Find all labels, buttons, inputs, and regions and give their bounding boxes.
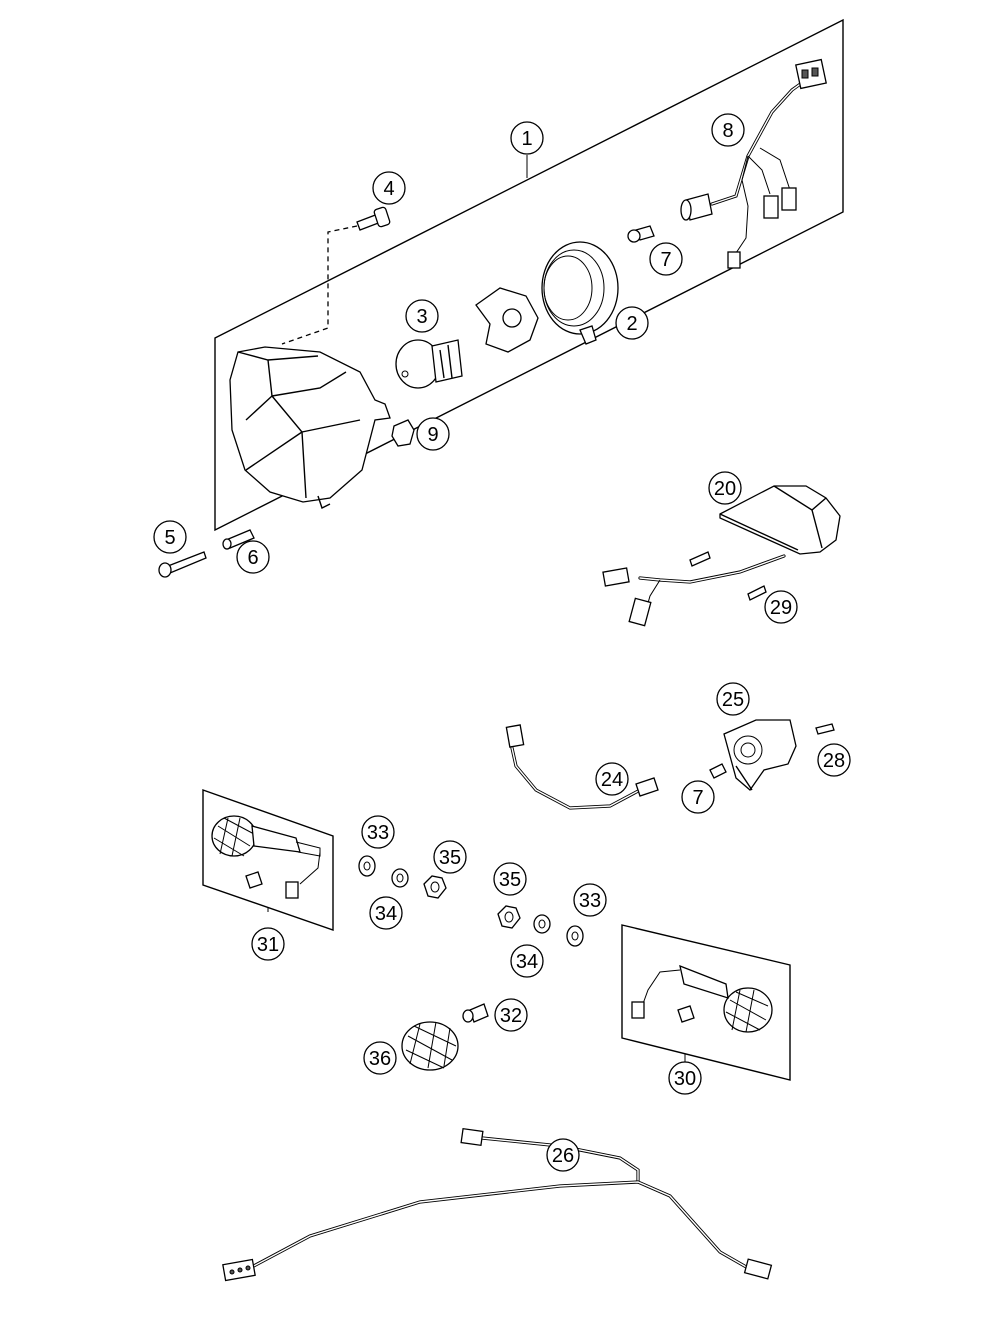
callout-32: 32	[494, 998, 528, 1032]
license-plate-lamp	[602, 485, 841, 627]
callout-34-right: 34	[510, 944, 544, 978]
headlight-bulb	[395, 339, 463, 389]
clip-9	[391, 419, 415, 447]
turn-signal-right-panel	[621, 924, 791, 1081]
screw-4	[356, 206, 391, 231]
lock-washer-34-right	[533, 914, 551, 934]
callout-8: 8	[711, 113, 745, 147]
callout-4: 4	[372, 171, 406, 205]
tail-light-wiring	[505, 724, 659, 810]
svg-text:24: 24	[601, 769, 623, 791]
bulb-holder-plate	[475, 287, 539, 353]
svg-text:32: 32	[500, 1005, 522, 1027]
svg-text:3: 3	[416, 306, 427, 328]
headlight-housing	[229, 346, 391, 509]
svg-text:28: 28	[823, 750, 845, 772]
callout-31: 31	[251, 927, 285, 961]
svg-text:31: 31	[257, 934, 279, 956]
washer-33-right	[566, 925, 584, 947]
callout-36: 36	[363, 1041, 397, 1075]
svg-text:25: 25	[722, 689, 744, 711]
tail-bulb	[709, 763, 727, 779]
callout-34-left: 34	[369, 896, 403, 930]
turn-signal-harness	[222, 1127, 773, 1282]
callout-29: 29	[764, 590, 798, 624]
callout-35-right: 35	[493, 862, 527, 896]
turn-signal-lens	[401, 1021, 459, 1071]
callout-9: 9	[416, 417, 450, 451]
rubber-cap	[541, 241, 619, 345]
callout-30: 30	[668, 1061, 702, 1095]
svg-text:30: 30	[674, 1068, 696, 1090]
callout-2: 2	[615, 306, 649, 340]
svg-text:26: 26	[552, 1145, 574, 1167]
callout-24: 24	[595, 762, 629, 796]
turn-signal-bulb	[462, 1003, 489, 1023]
tail-light	[723, 719, 835, 791]
washer-33-left	[358, 855, 376, 877]
svg-text:20: 20	[714, 478, 736, 500]
callout-7-upper: 7	[649, 242, 683, 276]
turn-signal-left-panel	[202, 789, 334, 931]
callout-35-left: 35	[433, 840, 467, 874]
lock-washer-34-left	[391, 868, 409, 888]
headlight-wiring-harness	[680, 58, 827, 269]
callout-28: 28	[817, 743, 851, 777]
callout-20: 20	[708, 471, 742, 505]
svg-text:33: 33	[367, 822, 389, 844]
svg-text:6: 6	[247, 547, 258, 569]
svg-text:8: 8	[722, 120, 733, 142]
bolt-5	[158, 551, 207, 578]
svg-text:7: 7	[692, 787, 703, 809]
svg-text:4: 4	[383, 178, 394, 200]
svg-text:33: 33	[579, 890, 601, 912]
callout-26: 26	[546, 1138, 580, 1172]
svg-text:35: 35	[439, 847, 461, 869]
svg-text:5: 5	[164, 527, 175, 549]
callout-7-lower: 7	[681, 780, 715, 814]
svg-text:9: 9	[427, 424, 438, 446]
callout-3: 3	[405, 299, 439, 333]
callouts: 1 2 3 4 5 6 7 7	[153, 113, 851, 1172]
svg-text:34: 34	[516, 951, 538, 973]
callout-33-right: 33	[573, 883, 607, 917]
svg-text:34: 34	[375, 903, 397, 925]
callout-33-left: 33	[361, 815, 395, 849]
svg-text:1: 1	[521, 128, 532, 150]
parking-bulb	[627, 225, 655, 243]
svg-text:2: 2	[626, 313, 637, 335]
svg-text:7: 7	[660, 249, 671, 271]
callout-5: 5	[153, 520, 187, 554]
nut-35-left	[423, 875, 447, 899]
nut-35-right	[497, 905, 521, 929]
callout-25: 25	[716, 682, 750, 716]
svg-text:36: 36	[369, 1048, 391, 1070]
sleeve-6	[222, 529, 255, 550]
callout-1: 1	[510, 121, 544, 155]
svg-text:29: 29	[770, 597, 792, 619]
callout-6: 6	[236, 540, 270, 574]
svg-text:35: 35	[499, 869, 521, 891]
